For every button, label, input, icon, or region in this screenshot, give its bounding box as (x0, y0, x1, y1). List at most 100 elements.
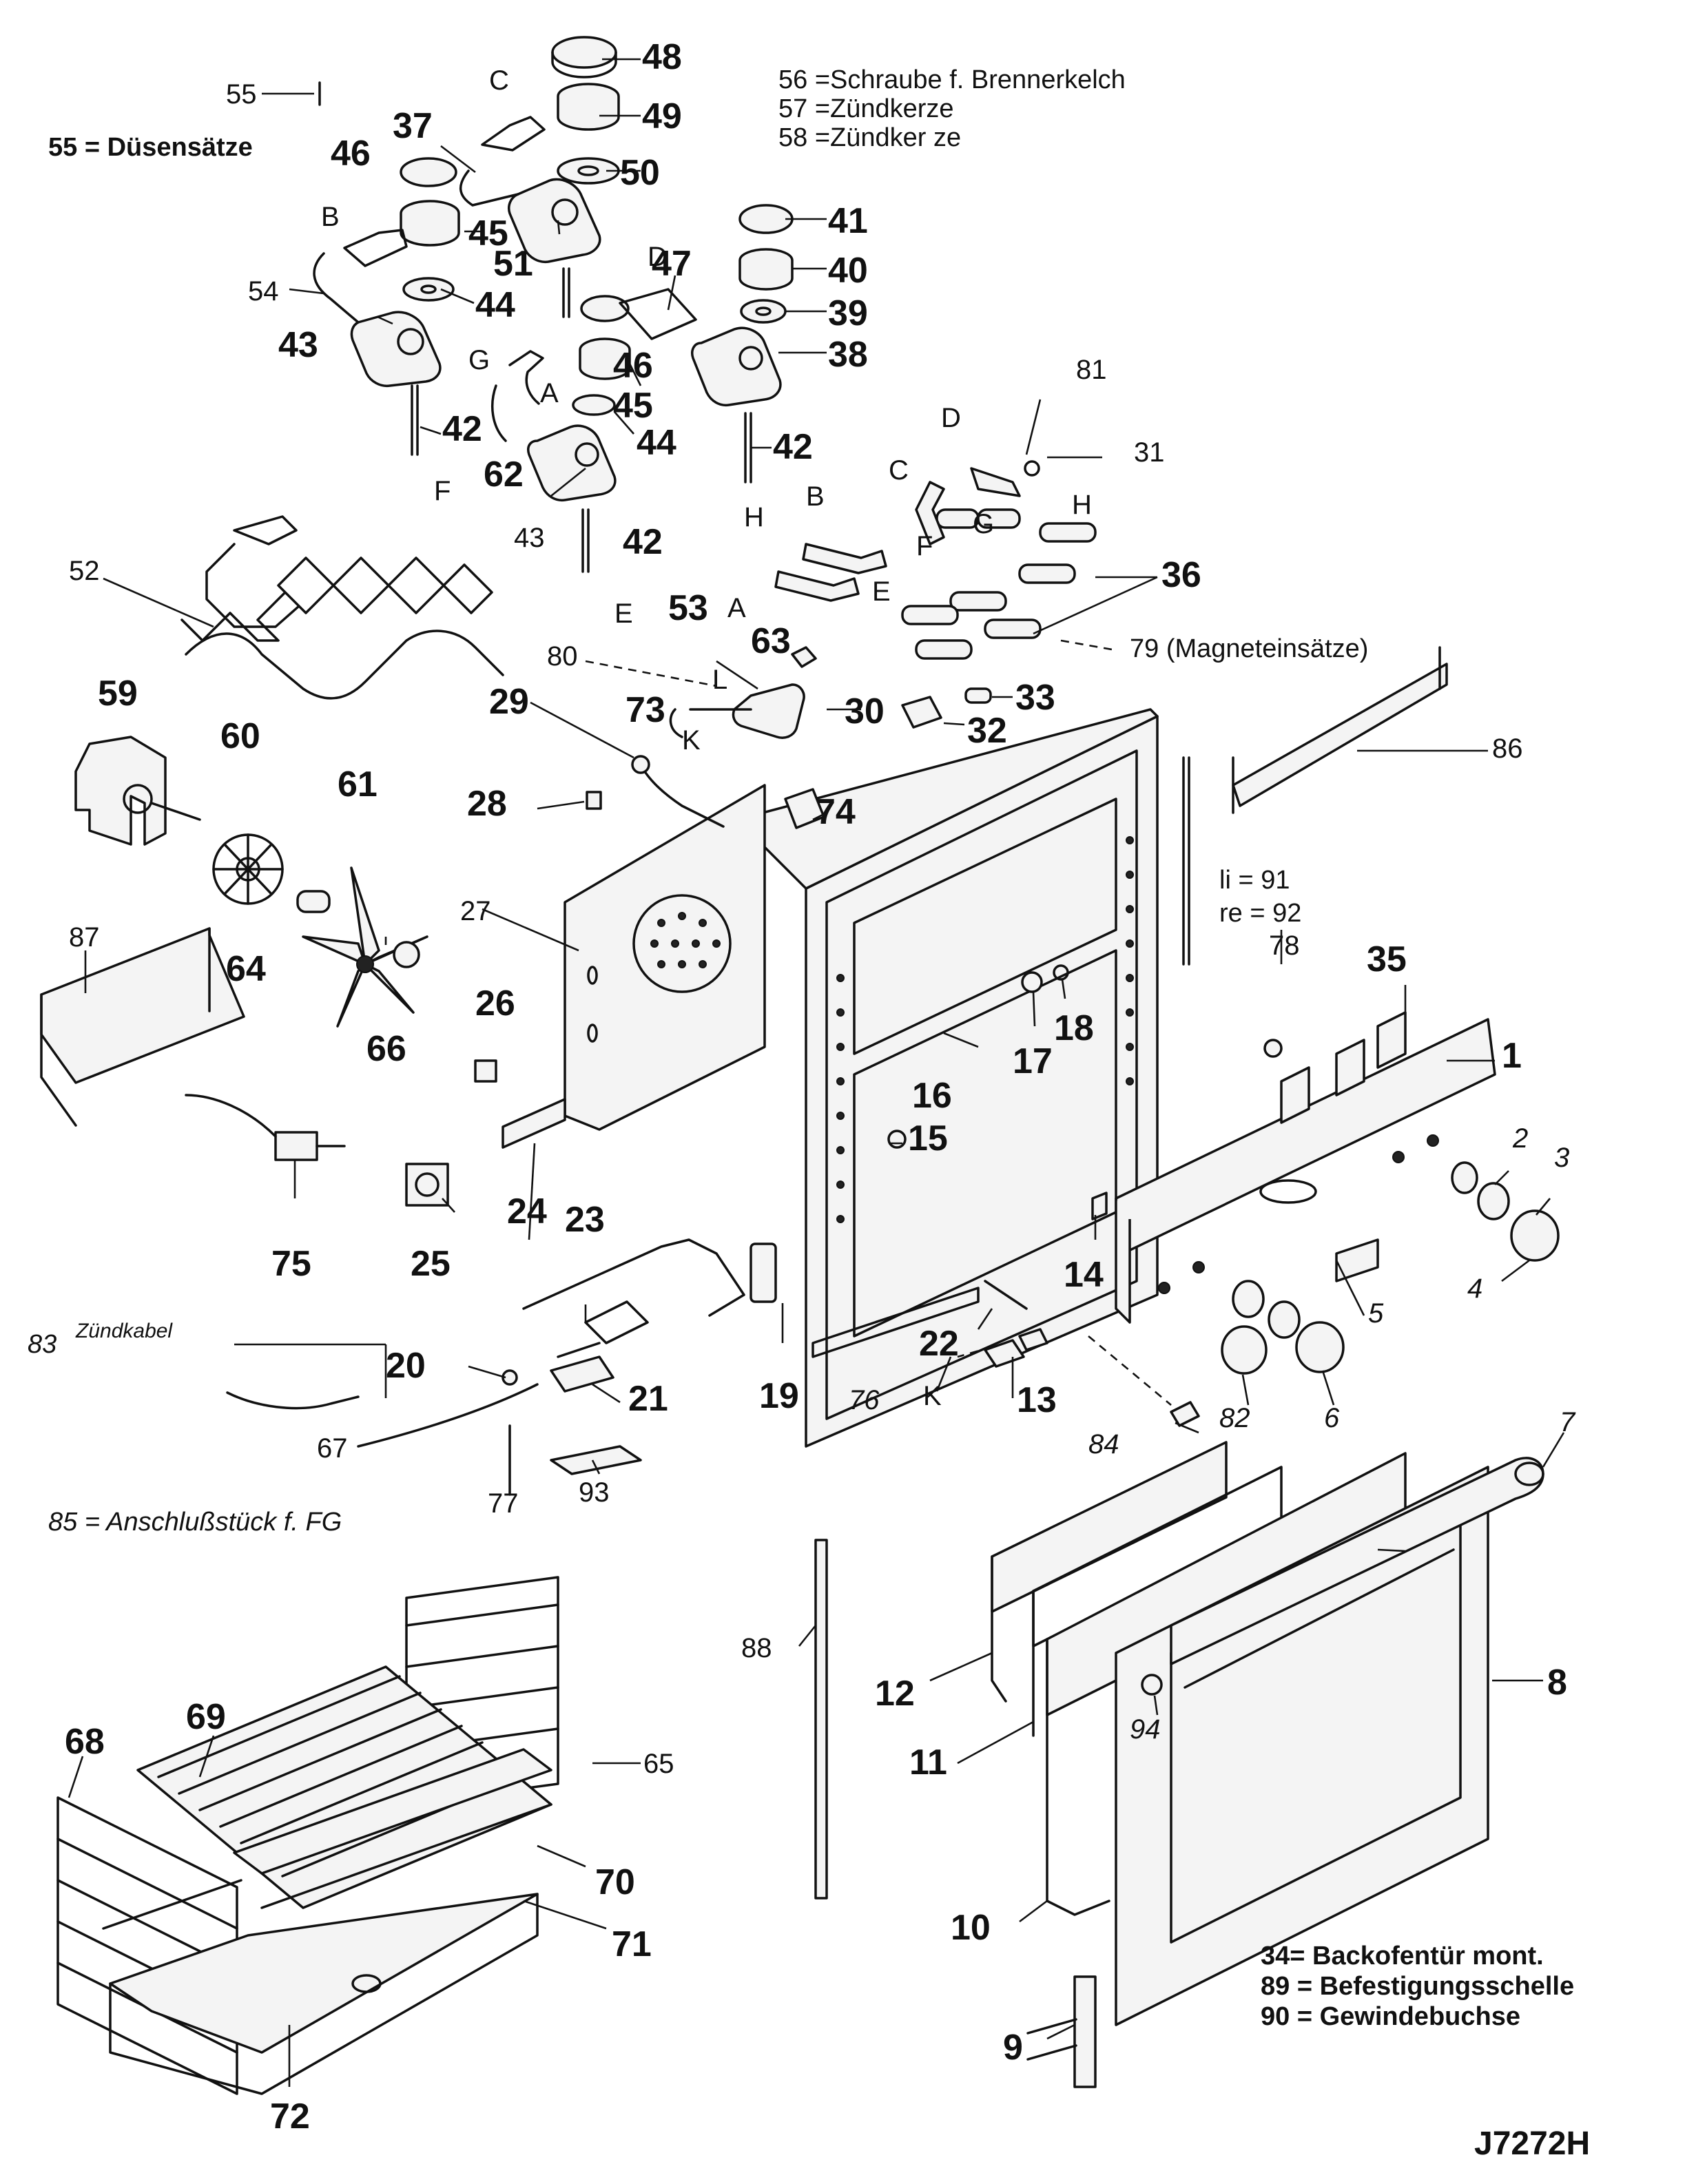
label-62: 62 (484, 455, 524, 495)
label-6: 6 (1324, 1403, 1340, 1433)
label-7: 7 (1560, 1407, 1576, 1437)
label-42-left: 42 (442, 409, 482, 449)
label-87: 87 (69, 922, 100, 953)
label-63: 63 (751, 621, 791, 661)
label-54: 54 (248, 276, 279, 306)
label-11: 11 (909, 1743, 947, 1782)
door-seal (814, 1539, 828, 1900)
note-58: 58 =Zündker ze (778, 123, 961, 152)
label-65: 65 (643, 1749, 674, 1779)
letter-b-right: B (806, 481, 825, 512)
label-52: 52 (69, 556, 100, 586)
leader-lines (68, 58, 1565, 2087)
label-29: 29 (489, 682, 529, 722)
letter-e-right: E (872, 576, 891, 607)
label-69: 69 (186, 1697, 226, 1737)
dashed-leaders (585, 639, 1172, 1406)
note-34: 34= Backofentür mont. (1261, 1942, 1544, 1970)
letter-k-bottom: K (923, 1381, 942, 1411)
label-74: 74 (816, 792, 856, 832)
label-22: 22 (919, 1324, 959, 1364)
label-60: 60 (220, 716, 260, 756)
label-24: 24 (507, 1192, 547, 1231)
letter-e-left: E (614, 599, 633, 629)
label-1: 1 (1502, 1036, 1522, 1076)
label-20: 20 (386, 1346, 426, 1386)
label-40: 40 (828, 251, 868, 291)
label-32: 32 (967, 711, 1007, 751)
letter-a-right: A (727, 593, 746, 623)
door-switch (1091, 1192, 1108, 1220)
label-75: 75 (271, 1244, 311, 1284)
label-71: 71 (612, 1924, 652, 1964)
label-18: 18 (1054, 1008, 1094, 1048)
label-13: 13 (1017, 1380, 1057, 1420)
label-72: 72 (270, 2097, 310, 2136)
note-57: 57 =Zündkerze (778, 94, 954, 123)
label-9: 9 (1003, 2028, 1023, 2068)
oven-racks-and-trays (56, 1576, 559, 2095)
label-37: 37 (393, 106, 433, 146)
label-93: 93 (579, 1477, 610, 1508)
label-80: 80 (547, 641, 578, 672)
label-81: 81 (1076, 355, 1107, 385)
label-2: 2 (1512, 1123, 1528, 1154)
control-knobs (1170, 1161, 1560, 1427)
label-14: 14 (1064, 1255, 1104, 1295)
letter-labels: C B D G A F H D C B G H F E A E L K K (321, 65, 1092, 1411)
letter-g-right: G (973, 509, 994, 539)
label-49: 49 (642, 96, 682, 136)
label-77: 77 (488, 1488, 519, 1519)
label-84: 84 (1088, 1429, 1119, 1459)
fan-motor-assembly (40, 736, 428, 1161)
label-48: 48 (642, 37, 682, 77)
label-61: 61 (338, 765, 378, 804)
note-79: 79 (Magneteinsätze) (1130, 634, 1368, 663)
letter-c-right: C (889, 455, 909, 486)
label-55: 55 (226, 79, 257, 110)
magnet-inserts-group (774, 460, 1097, 660)
note-85: 85 = Anschlußstück f. FG (48, 1508, 342, 1537)
label-12: 12 (875, 1674, 915, 1714)
label-28: 28 (467, 784, 507, 824)
label-94: 94 (1130, 1714, 1161, 1745)
label-64: 64 (226, 949, 266, 989)
label-23: 23 (565, 1200, 605, 1240)
side-rail (1232, 663, 1448, 807)
note-li-91: li = 91 (1219, 866, 1290, 895)
label-36: 36 (1161, 555, 1201, 595)
letter-d-top: D (648, 242, 668, 272)
label-41: 41 (828, 201, 868, 241)
label-3: 3 (1554, 1143, 1569, 1173)
label-39: 39 (828, 293, 868, 333)
label-31: 31 (1134, 437, 1165, 468)
letter-d-right: D (941, 403, 961, 433)
letter-h-top: H (744, 502, 764, 532)
label-5: 5 (1368, 1298, 1384, 1329)
side-strips (1182, 756, 1190, 966)
lower-middle-components (550, 1242, 1048, 1475)
lower-left-components (357, 1059, 745, 1496)
label-19: 19 (759, 1376, 799, 1416)
label-59: 59 (98, 674, 138, 714)
label-73: 73 (626, 690, 665, 730)
letter-a-top: A (540, 378, 559, 408)
letter-k-top: K (682, 725, 701, 756)
label-8: 8 (1547, 1663, 1567, 1703)
note-83-text: Zündkabel (75, 1320, 173, 1342)
label-68: 68 (65, 1722, 105, 1762)
label-4: 4 (1467, 1273, 1482, 1304)
note-90: 90 = Gewindebuchse (1261, 2002, 1520, 2031)
label-33: 33 (1015, 678, 1055, 718)
label-45-top: 45 (468, 214, 508, 253)
drawing-code: J7272H (1474, 2125, 1590, 2162)
letter-f-right: F (916, 531, 933, 561)
burner-bodies-group (313, 116, 782, 502)
label-46-top: 46 (331, 134, 371, 174)
label-21: 21 (628, 1379, 668, 1419)
label-43-top: 43 (278, 325, 318, 365)
oven-cavity (736, 708, 1159, 1448)
label-38: 38 (828, 335, 868, 375)
label-50: 50 (620, 153, 660, 193)
